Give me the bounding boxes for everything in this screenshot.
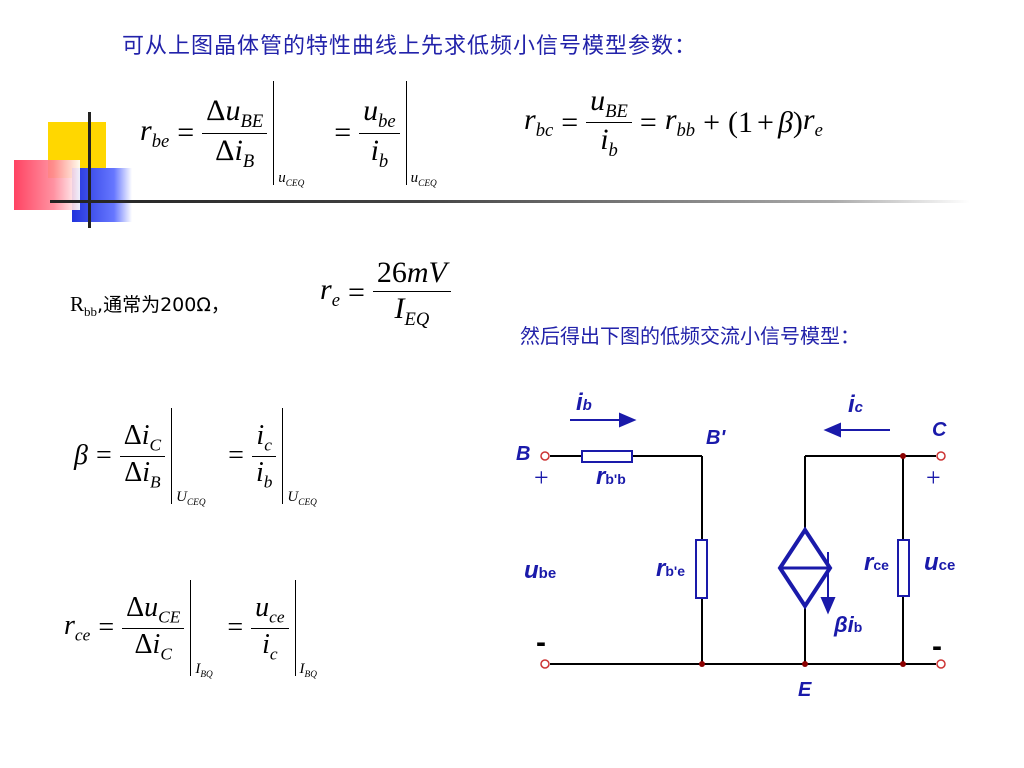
minus-left: - [536,626,546,659]
label-rbe: rb'e [656,555,685,582]
resistor-rbb [581,450,633,463]
minus-right: - [932,630,942,663]
label-ube: ube [524,557,556,584]
label-E: E [798,679,812,701]
label-ic: ic [848,391,864,418]
plus-right: + [926,463,941,492]
decor-horizontal-line [50,200,970,203]
label-ib: ib [576,389,592,416]
label-source: βib [833,612,862,637]
plus-left: + [534,463,549,492]
circuit-caption: 然后得出下图的低频交流小信号模型： [520,324,860,348]
rbb-note: Rbb,通常为200Ω， [70,292,230,320]
label-B: B [516,443,530,465]
decor-blue-block [72,168,132,222]
small-signal-circuit: ib ic B B' C E rb'b rb'e rce ube uce βib… [516,389,955,701]
decor-vertical-line [88,112,91,228]
slide-title: 可从上图晶体管的特性曲线上先求低频小信号模型参数： [122,34,698,59]
resistor-rce [897,539,910,597]
label-uce: uce [924,549,955,576]
resistor-rbe [695,539,708,599]
label-C: C [932,419,947,441]
label-rbb: rb'b [596,463,626,490]
label-rce: rce [864,549,889,576]
label-Bprime: B' [706,427,726,449]
